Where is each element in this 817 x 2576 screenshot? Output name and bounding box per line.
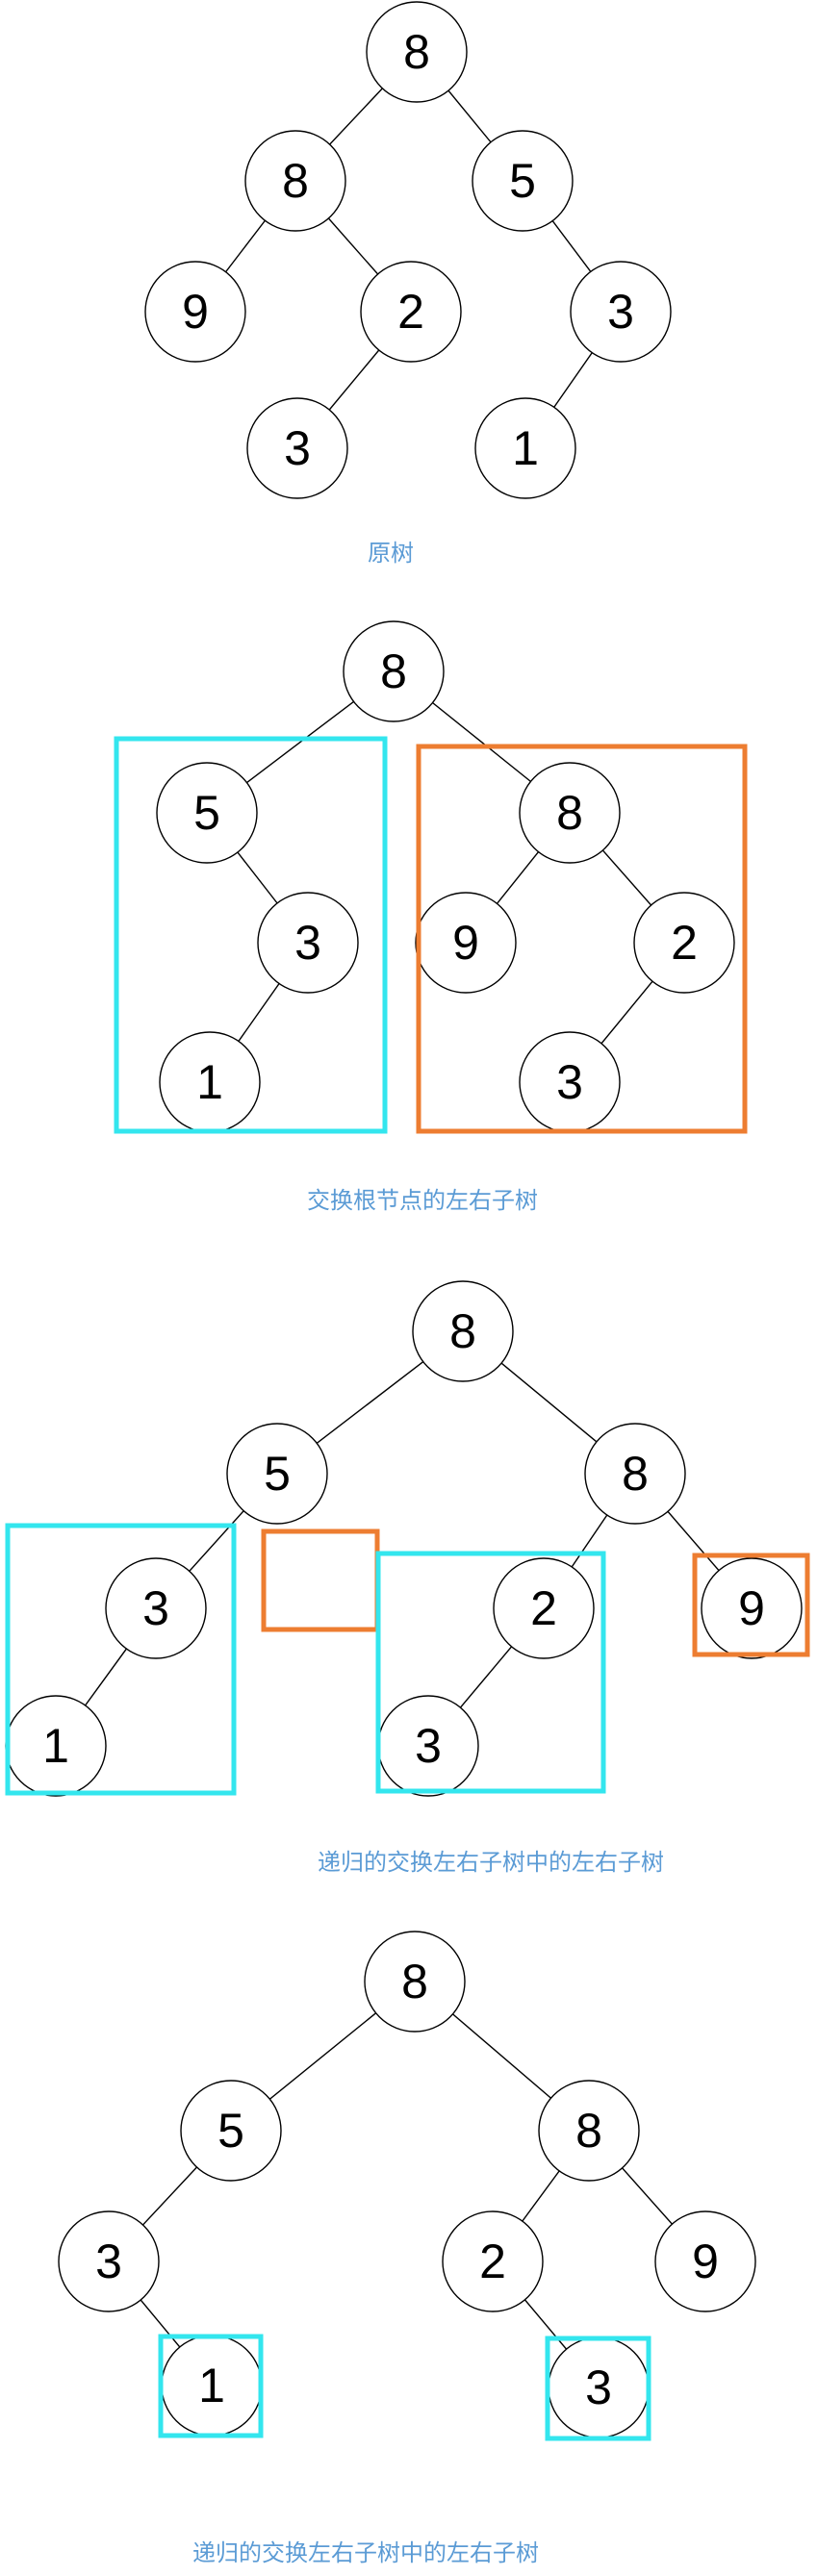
tree-node: 1: [474, 397, 576, 499]
cyan-highlight-box: [5, 1523, 237, 1796]
cyan-highlight-box: [158, 2334, 264, 2438]
node-value: 9: [452, 916, 479, 970]
tree-node: 8: [364, 1931, 466, 2033]
tree-node: 8: [412, 1280, 514, 1382]
node-value: 2: [530, 1581, 557, 1635]
tree-node: 8: [519, 762, 621, 864]
tree-node: 8: [538, 2080, 640, 2182]
orange-highlight-box: [261, 1528, 380, 1632]
tree-node: 3: [246, 397, 348, 499]
node-value: 9: [738, 1581, 765, 1635]
node-value: 1: [512, 421, 539, 475]
orange-highlight-box: [416, 744, 748, 1134]
node-value: 2: [671, 916, 698, 970]
panel-recursive-swap-result: 8 5 8 3 1 2 3 9 递归的交换左右子树中的左右子树: [58, 1931, 756, 2566]
node-value: 5: [264, 1447, 291, 1501]
tree-node: 1: [159, 1031, 261, 1133]
tree-node: 3: [377, 1695, 479, 1797]
caption: 递归的交换左右子树中的左右子树: [192, 2539, 539, 2566]
tree-node: 5: [180, 2080, 282, 2182]
caption: 递归的交换左右子树中的左右子树: [318, 1849, 664, 1876]
node-value: 3: [294, 916, 321, 970]
node-value: 8: [556, 786, 583, 840]
panel-swap-root-subtrees: 8 5 3 1 8 9 2 3 交换根节点的左右子树: [114, 620, 748, 1214]
node-value: 5: [217, 2104, 244, 2158]
node-value: 3: [585, 2361, 612, 2414]
tree-node: 1: [161, 2335, 263, 2437]
node-value: 9: [692, 2235, 719, 2288]
tree-node: 8: [584, 1423, 686, 1525]
cyan-highlight-box: [375, 1551, 606, 1794]
tree-node: 3: [58, 2210, 160, 2312]
node-value: 2: [397, 285, 424, 339]
tree-node: 2: [493, 1557, 595, 1659]
tree-node: 5: [472, 130, 574, 232]
panel-recursive-swap-step: 8 5 8 3 1 2 3 9 递归的交换左右子树中的左右子树: [5, 1280, 810, 1876]
tree-node: 2: [442, 2210, 544, 2312]
tree-node: 2: [633, 892, 735, 994]
tree-node: 5: [226, 1423, 328, 1525]
tree-node: 2: [360, 261, 462, 363]
tree-node: 5: [156, 762, 258, 864]
cyan-highlight-box: [114, 736, 388, 1134]
node-value: 1: [42, 1719, 69, 1773]
node-value: 8: [622, 1447, 649, 1501]
caption: 原树: [368, 540, 414, 567]
node-value: 8: [403, 25, 430, 79]
node-value: 3: [95, 2235, 122, 2288]
tree-node: 8: [343, 620, 445, 722]
node-value: 3: [284, 421, 311, 475]
node-value: 5: [509, 154, 536, 208]
tree-node: 3: [519, 1031, 621, 1133]
tree-node: 9: [415, 892, 517, 994]
tree-node: 3: [257, 892, 359, 994]
node-value: 3: [607, 285, 634, 339]
node-value: 8: [449, 1304, 476, 1358]
node-value: 8: [282, 154, 309, 208]
tree-node: 3: [105, 1557, 207, 1659]
node-value: 1: [196, 1055, 223, 1109]
tree-node: 9: [144, 261, 246, 363]
node-value: 8: [401, 1955, 428, 2008]
tree-node: 9: [654, 2210, 756, 2312]
node-value: 3: [142, 1581, 169, 1635]
node-value: 3: [415, 1719, 442, 1773]
node-value: 1: [198, 2359, 225, 2412]
tree-node: 8: [366, 1, 468, 103]
tree-node: 3: [548, 2336, 650, 2438]
node-value: 2: [479, 2235, 506, 2288]
node-value: 8: [575, 2104, 602, 2158]
orange-highlight-box: [692, 1553, 810, 1657]
node-value: 5: [193, 786, 220, 840]
node-value: 3: [556, 1055, 583, 1109]
panel-original-tree: 8 8 5 9 2 3 3 1 原树: [144, 1, 672, 567]
node-value: 8: [380, 644, 407, 698]
caption: 交换根节点的左右子树: [307, 1187, 538, 1214]
node-value: 9: [182, 285, 209, 339]
tree-node: 8: [244, 130, 346, 232]
cyan-highlight-box: [545, 2336, 651, 2441]
tree-node: 3: [570, 261, 672, 363]
tree-node: 9: [701, 1557, 803, 1659]
tree-node: 1: [5, 1695, 107, 1797]
